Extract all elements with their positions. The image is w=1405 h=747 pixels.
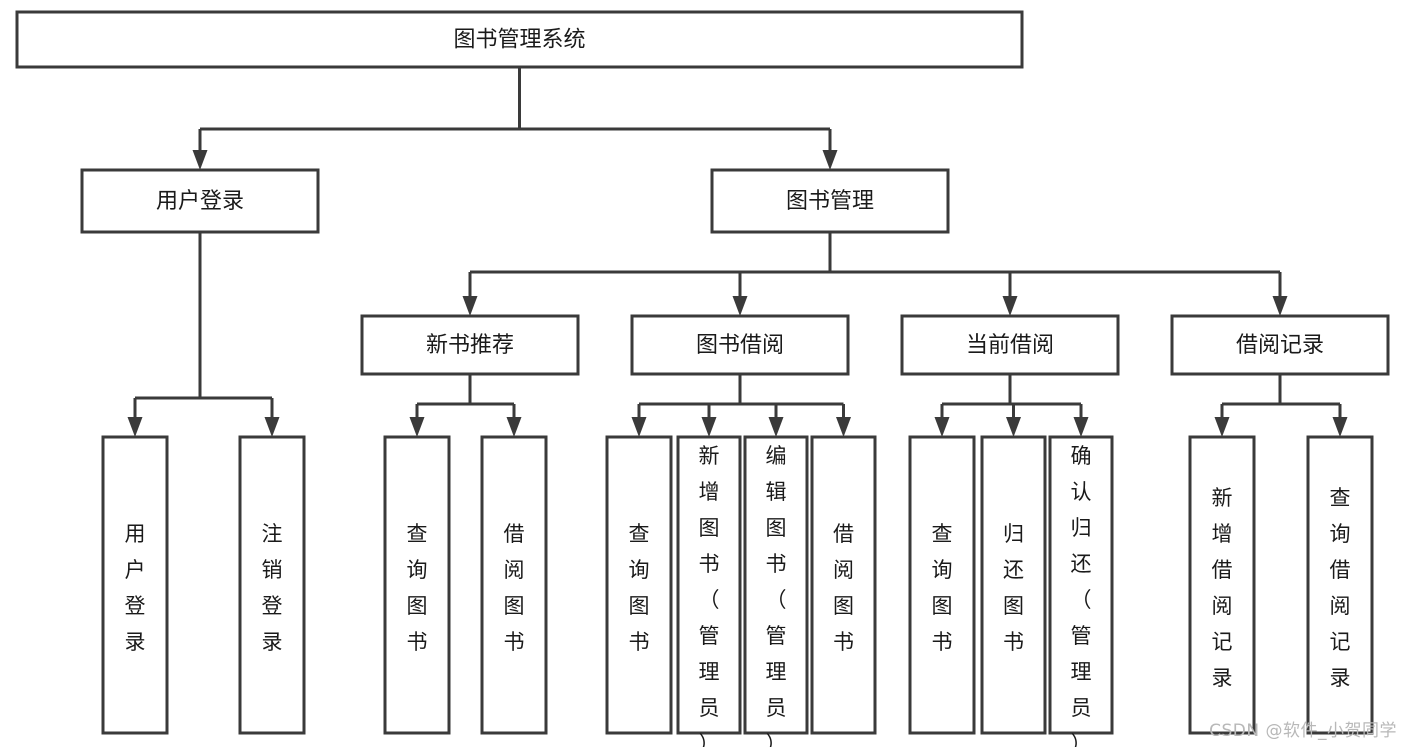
node-label: 查询图书 bbox=[407, 522, 428, 654]
node-label: 编辑图书（管理员） bbox=[766, 444, 787, 747]
edge-group bbox=[192, 67, 838, 170]
node-label: 图书借阅 bbox=[696, 333, 784, 358]
arrow-head-icon bbox=[462, 296, 478, 316]
arrow-head-icon bbox=[631, 417, 647, 437]
node-l4-cur-return-book[interactable]: 归还图书 bbox=[980, 435, 1047, 735]
arrow-head-icon bbox=[768, 417, 784, 437]
edge-group bbox=[631, 374, 851, 437]
node-l4-borrow-borrow-book[interactable]: 借阅图书 bbox=[810, 435, 877, 735]
node-label: 借阅记录 bbox=[1236, 333, 1324, 358]
node-label: 借阅图书 bbox=[833, 522, 854, 654]
arrow-head-icon bbox=[701, 417, 717, 437]
node-label: 确认归还（管理员） bbox=[1071, 444, 1092, 747]
node-l2-book-mgmt[interactable]: 图书管理 bbox=[710, 168, 950, 234]
node-l4-rec-query-record[interactable]: 查询借阅记录 bbox=[1306, 435, 1374, 735]
arrow-head-icon bbox=[1002, 296, 1018, 316]
node-box[interactable] bbox=[710, 168, 950, 234]
arrow-head-icon bbox=[127, 417, 143, 437]
node-box[interactable] bbox=[1306, 435, 1374, 735]
node-label: 查询借阅记录 bbox=[1330, 486, 1351, 690]
node-box[interactable] bbox=[1188, 435, 1256, 735]
node-box[interactable] bbox=[1170, 314, 1390, 376]
node-layer: 图书管理系统用户登录图书管理新书推荐图书借阅当前借阅借阅记录用户登录注销登录查询… bbox=[15, 10, 1390, 747]
node-l4-borrow-query-book[interactable]: 查询图书 bbox=[605, 435, 673, 735]
node-l3-new-book-rec[interactable]: 新书推荐 bbox=[360, 314, 580, 376]
node-box[interactable] bbox=[630, 314, 850, 376]
arrow-head-icon bbox=[264, 417, 280, 437]
node-label: 归还图书 bbox=[1003, 522, 1024, 654]
edge-layer bbox=[127, 67, 1348, 437]
node-l4-user-login[interactable]: 用户登录 bbox=[101, 435, 169, 735]
node-root[interactable]: 图书管理系统 bbox=[15, 10, 1024, 69]
node-box[interactable] bbox=[383, 435, 451, 735]
arrow-head-icon bbox=[836, 417, 851, 437]
node-label: 用户登录 bbox=[125, 522, 146, 654]
node-box[interactable] bbox=[1048, 435, 1114, 735]
arrow-head-icon bbox=[1332, 417, 1348, 437]
node-box[interactable] bbox=[80, 168, 320, 234]
edge-group bbox=[934, 374, 1089, 437]
arrow-head-icon bbox=[506, 417, 522, 437]
arrow-head-icon bbox=[934, 417, 950, 437]
node-box[interactable] bbox=[101, 435, 169, 735]
node-box[interactable] bbox=[908, 435, 976, 735]
node-box[interactable] bbox=[810, 435, 877, 735]
node-l3-borrow-record[interactable]: 借阅记录 bbox=[1170, 314, 1390, 376]
edge-group bbox=[1214, 374, 1348, 437]
node-l4-cur-confirm-return[interactable]: 确认归还（管理员） bbox=[1048, 435, 1114, 747]
edge-group bbox=[409, 374, 522, 437]
node-l3-current-borrow[interactable]: 当前借阅 bbox=[900, 314, 1120, 376]
node-label: 查询图书 bbox=[932, 522, 953, 654]
arrow-head-icon bbox=[822, 150, 838, 170]
node-label: 新增图书（管理员） bbox=[699, 444, 720, 747]
node-l4-rec-add-record[interactable]: 新增借阅记录 bbox=[1188, 435, 1256, 735]
node-l4-borrow-edit-book[interactable]: 编辑图书（管理员） bbox=[743, 435, 809, 747]
node-l4-borrow-add-book[interactable]: 新增图书（管理员） bbox=[676, 435, 742, 747]
node-l4-rec-borrow-book[interactable]: 借阅图书 bbox=[480, 435, 548, 735]
arrow-head-icon bbox=[1006, 417, 1021, 437]
arrow-head-icon bbox=[1214, 417, 1230, 437]
arrow-head-icon bbox=[409, 417, 425, 437]
node-box[interactable] bbox=[15, 10, 1024, 69]
node-label: 借阅图书 bbox=[504, 522, 525, 654]
node-box[interactable] bbox=[360, 314, 580, 376]
arrow-head-icon bbox=[192, 150, 208, 170]
node-box[interactable] bbox=[605, 435, 673, 735]
node-l3-book-borrow[interactable]: 图书借阅 bbox=[630, 314, 850, 376]
edge-group bbox=[462, 232, 1288, 316]
node-label: 当前借阅 bbox=[966, 333, 1054, 358]
node-label: 新书推荐 bbox=[426, 333, 514, 358]
node-label: 新增借阅记录 bbox=[1212, 486, 1233, 690]
node-l4-rec-query-book[interactable]: 查询图书 bbox=[383, 435, 451, 735]
node-box[interactable] bbox=[480, 435, 548, 735]
node-box[interactable] bbox=[743, 435, 809, 735]
node-label: 图书管理 bbox=[786, 189, 874, 214]
node-l4-logout[interactable]: 注销登录 bbox=[238, 435, 306, 735]
arrow-head-icon bbox=[732, 296, 748, 316]
node-box[interactable] bbox=[980, 435, 1047, 735]
arrow-head-icon bbox=[1073, 417, 1089, 437]
node-box[interactable] bbox=[900, 314, 1120, 376]
node-box[interactable] bbox=[676, 435, 742, 735]
node-label: 注销登录 bbox=[262, 522, 283, 654]
node-label: 图书管理系统 bbox=[453, 28, 585, 53]
node-l2-user-login[interactable]: 用户登录 bbox=[80, 168, 320, 234]
node-label: 用户登录 bbox=[156, 189, 244, 214]
node-box[interactable] bbox=[238, 435, 306, 735]
node-l4-cur-query-book[interactable]: 查询图书 bbox=[908, 435, 976, 735]
node-label: 查询图书 bbox=[629, 522, 650, 654]
edge-group bbox=[127, 232, 280, 437]
arrow-head-icon bbox=[1272, 296, 1288, 316]
